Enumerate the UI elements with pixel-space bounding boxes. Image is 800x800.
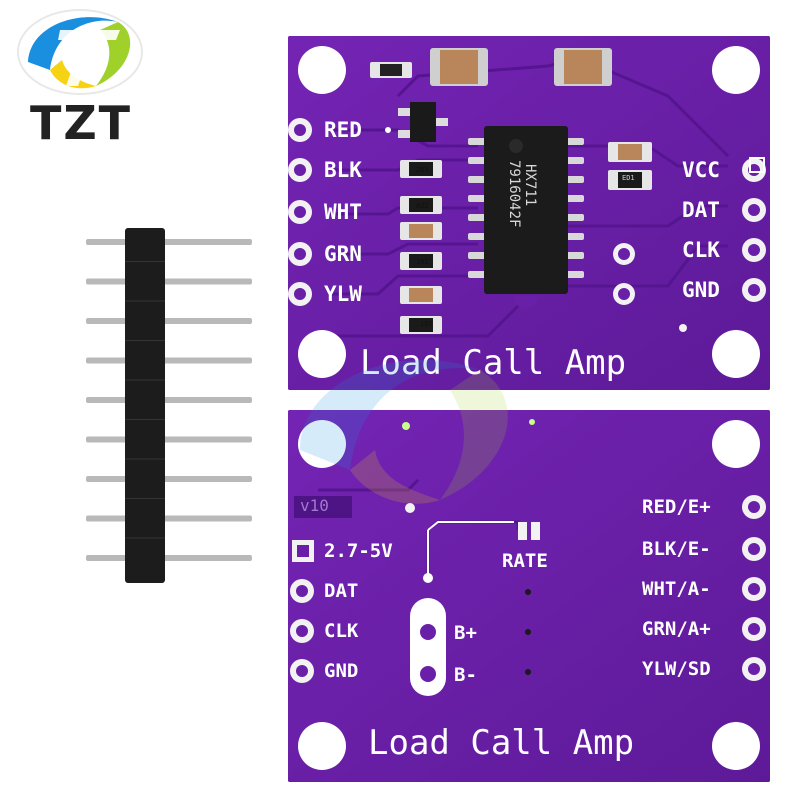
header-pin: [86, 278, 252, 285]
bottom-board-title: Load Call Amp: [368, 723, 635, 763]
top-pin-wht: WHT: [324, 200, 362, 224]
bottom-pin-gnd: GND: [324, 660, 359, 682]
top-pin-dat: DAT: [682, 198, 720, 222]
header-pin: [86, 476, 252, 482]
b-minus-label: B-: [454, 664, 477, 686]
pin-header-strip: [86, 228, 252, 583]
top-pin-clk: CLK: [682, 238, 720, 262]
top-board-title: Load Call Amp: [360, 343, 627, 383]
header-pin: [86, 515, 252, 522]
version-label: v10: [300, 496, 329, 515]
bottom-pin-clk: CLK: [324, 620, 359, 642]
bottom-pin-vin: 2.7-5V: [324, 540, 393, 562]
b-plus-label: B+: [454, 622, 477, 644]
resistor-label-1: 283: [416, 166, 429, 174]
bottom-pcb-board: v10 2.7-5V DAT CLK GND RATE B+ B- RED/E+…: [288, 410, 770, 782]
top-pin-vcc: VCC: [682, 158, 720, 182]
resistor-label-4: 101: [420, 320, 433, 328]
logo-text: TZT: [29, 96, 133, 150]
bottom-board-graphics: [288, 410, 770, 782]
header-pin: [86, 357, 252, 364]
header-pin: [86, 239, 252, 245]
resistor-label-3: 101: [416, 258, 429, 266]
header-pin: [86, 436, 252, 443]
bottom-pin-ylw-sd: YLW/SD: [642, 658, 711, 680]
top-pin-grn: GRN: [324, 242, 362, 266]
header-pin: [86, 555, 252, 561]
top-pin-ylw: YLW: [324, 282, 362, 306]
chip-code: 7916042F: [506, 160, 522, 228]
bottom-pin-dat: DAT: [324, 580, 359, 602]
chip-name: HX711: [522, 164, 538, 207]
top-board-graphics: [288, 36, 770, 390]
top-pcb-board: HX711 7916042F 283 822 101 101 ED1 RED B…: [288, 36, 770, 390]
resistor-label-2: 822: [416, 202, 429, 210]
header-pin: [86, 318, 252, 324]
top-pin-red: RED: [324, 118, 362, 142]
header-pin: [86, 397, 252, 403]
cap-label: ED1: [622, 174, 635, 182]
bottom-pin-grn-aplus: GRN/A+: [642, 618, 711, 640]
top-pin-blk: BLK: [324, 158, 362, 182]
logo-swoosh-icon: [17, 9, 143, 95]
top-pin-gnd: GND: [682, 278, 720, 302]
bottom-pin-wht-aminus: WHT/A-: [642, 578, 711, 600]
bottom-pin-blk-eminus: BLK/E-: [642, 538, 711, 560]
rate-label: RATE: [502, 550, 548, 572]
bottom-pin-red-eplus: RED/E+: [642, 496, 711, 518]
